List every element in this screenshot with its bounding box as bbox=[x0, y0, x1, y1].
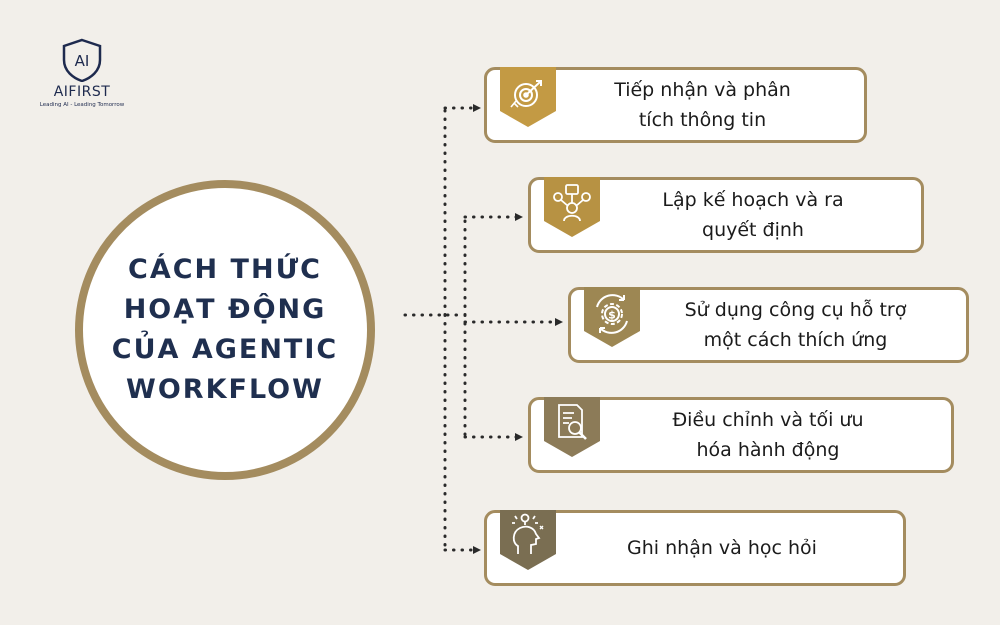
step-label-line: Sử dụng công cụ hỗ trợ bbox=[684, 299, 907, 321]
step-label-line: Ghi nhận và học hỏi bbox=[627, 537, 817, 559]
logo-name: AIFIRST bbox=[53, 84, 111, 100]
hub-title-line: CỦA AGENTIC bbox=[111, 334, 339, 365]
step-card-2: Lập kế hoạch và ra quyết định bbox=[528, 177, 924, 253]
hub-title: CÁCH THỨC HOẠT ĐỘNG CỦA AGENTIC WORKFLOW bbox=[112, 250, 338, 410]
step-label-line: Điều chỉnh và tối ưu bbox=[672, 409, 864, 431]
central-hub-circle: CÁCH THỨC HOẠT ĐỘNG CỦA AGENTIC WORKFLOW bbox=[75, 180, 375, 480]
hub-title-line: CÁCH THỨC bbox=[128, 254, 322, 285]
step-label-line: tích thông tin bbox=[638, 109, 767, 131]
step-label-line: hóa hành động bbox=[696, 439, 840, 461]
step-label-5: Ghi nhận và học hỏi bbox=[559, 513, 885, 583]
step-card-1: Tiếp nhận và phân tích thông tin bbox=[484, 67, 867, 143]
brand-logo: AI AIFIRST Leading AI - Leading Tomorrow bbox=[22, 38, 142, 108]
step-label-line: một cách thích ứng bbox=[703, 329, 888, 351]
step-label-line: quyết định bbox=[702, 219, 804, 241]
planning-icon bbox=[553, 184, 591, 222]
step-label-3: Sử dụng công cụ hỗ trợ một cách thích ứn… bbox=[643, 290, 948, 360]
step-banner-2 bbox=[544, 177, 600, 237]
target-icon bbox=[510, 80, 542, 108]
step-card-5: Ghi nhận và học hỏi bbox=[484, 510, 906, 586]
step-banner-1 bbox=[500, 67, 556, 127]
step-banner-5 bbox=[500, 510, 556, 570]
step-banner-3: $ bbox=[584, 287, 640, 347]
document-search-icon bbox=[558, 404, 587, 440]
hub-title-line: WORKFLOW bbox=[126, 374, 324, 405]
shield-logo-icon: AI bbox=[62, 38, 102, 82]
step-card-4: Điều chỉnh và tối ưu hóa hành động bbox=[528, 397, 954, 473]
hub-title-line: HOẠT ĐỘNG bbox=[123, 294, 327, 325]
step-banner-4 bbox=[544, 397, 600, 457]
logo-tagline: Leading AI - Leading Tomorrow bbox=[39, 102, 125, 108]
step-label-line: Tiếp nhận và phân bbox=[614, 79, 791, 101]
idea-head-icon bbox=[512, 513, 544, 554]
step-label-4: Điều chỉnh và tối ưu hóa hành động bbox=[603, 400, 933, 470]
step-label-2: Lập kế hoạch và ra quyết định bbox=[603, 180, 903, 250]
gear-dollar-icon: $ bbox=[596, 294, 628, 334]
step-label-line: Lập kế hoạch và ra bbox=[662, 189, 844, 211]
logo-mark: AI bbox=[75, 52, 90, 70]
step-label-1: Tiếp nhận và phân tích thông tin bbox=[559, 70, 846, 140]
svg-text:$: $ bbox=[608, 309, 616, 322]
step-card-3: $ Sử dụng công cụ hỗ trợ một cách thích … bbox=[568, 287, 969, 363]
